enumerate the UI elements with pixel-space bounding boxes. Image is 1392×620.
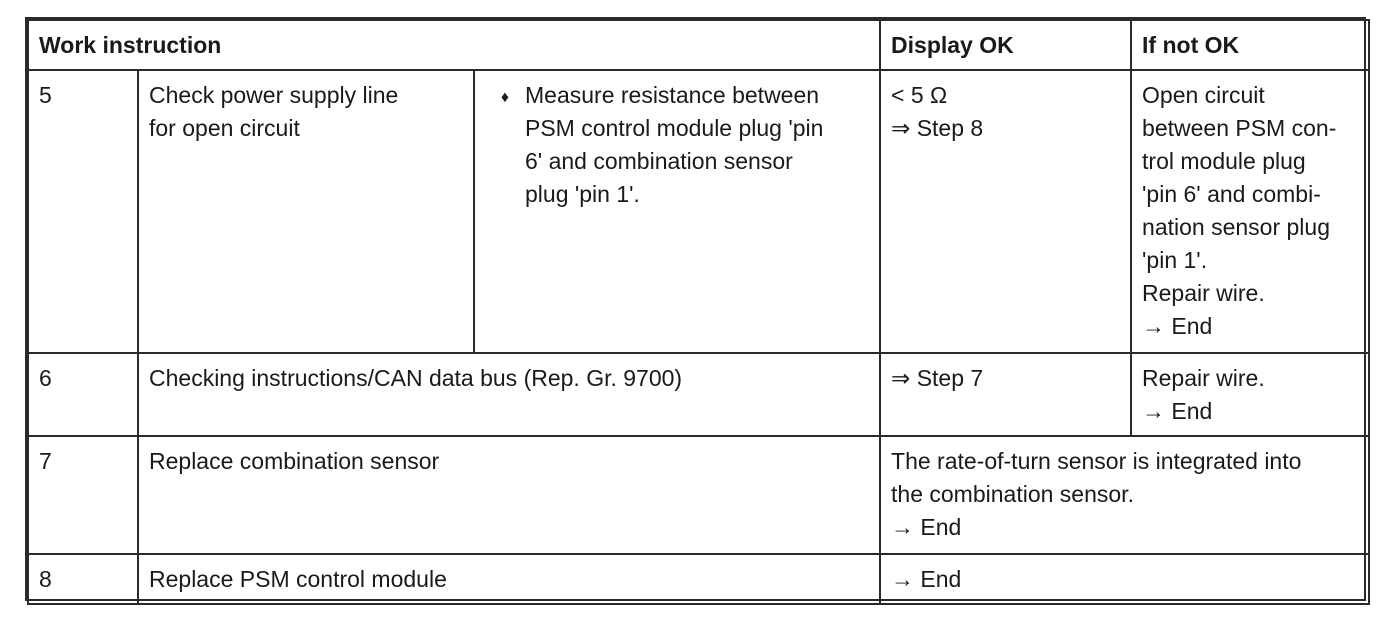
bullet-text: Measure resistance between PSM control m… (525, 79, 869, 211)
if-not-ok-cell: Repair wire. → End (1130, 352, 1371, 437)
table-row-step-8: 8 Replace PSM control module → End (27, 553, 1371, 605)
table-row-step-6: 6 Checking instructions/CAN data bus (Re… (27, 352, 1371, 437)
detail-line: PSM control module plug 'pin (525, 115, 824, 141)
description-line: for open circuit (149, 115, 300, 141)
detail-line: plug 'pin 1'. (525, 181, 640, 207)
table-row-step-5: 5 Check power supply line for open circu… (27, 69, 1371, 354)
if-not-ok-line: trol module plug (1142, 148, 1306, 174)
step-description: Replace combination sensor (136, 435, 882, 555)
if-not-ok-line: Repair wire. (1142, 280, 1265, 306)
step-number: 8 (27, 553, 139, 605)
if-not-ok-line: nation sensor plug (1142, 214, 1330, 240)
if-not-ok-line: between PSM con- (1142, 115, 1337, 141)
step-detail: ♦ Measure resistance between PSM control… (472, 69, 882, 354)
detail-line: 6' and combination sensor (525, 148, 793, 174)
step-number: 5 (27, 69, 139, 354)
if-not-ok-line: Open circuit (1142, 82, 1265, 108)
if-not-ok-cell: Open circuit between PSM con- trol modul… (1130, 69, 1371, 354)
if-not-ok-line: → End (1142, 398, 1213, 424)
header-work-instruction: Work instruction (26, 19, 882, 71)
detail-line: Measure resistance between (525, 82, 820, 108)
if-not-ok-line: → End (1142, 313, 1213, 339)
result-cell: The rate-of-turn sensor is integrated in… (879, 435, 1371, 555)
description-line: Check power supply line (149, 82, 399, 108)
bullet-item: ♦ Measure resistance between PSM control… (485, 79, 869, 211)
result-line: → End (891, 514, 962, 540)
display-ok-cell: ⇒ Step 7 (879, 352, 1133, 437)
result-cell: → End (879, 553, 1371, 605)
diamond-bullet-icon: ♦ (500, 89, 510, 106)
if-not-ok-line: 'pin 6' and combi- (1142, 181, 1321, 207)
header-display-ok: Display OK (879, 19, 1133, 71)
work-instruction-table: Work instruction Display OK If not OK 5 … (26, 19, 1371, 605)
result-line: the combination sensor. (891, 481, 1134, 507)
step-number: 6 (27, 352, 139, 437)
display-ok-cell: < 5 Ω ⇒ Step 8 (879, 69, 1133, 354)
display-ok-line: < 5 Ω (891, 82, 948, 108)
step-number: 7 (27, 435, 139, 555)
display-ok-line: ⇒ Step 8 (891, 115, 984, 141)
result-line: The rate-of-turn sensor is integrated in… (891, 448, 1302, 474)
step-description: Checking instructions/CAN data bus (Rep.… (136, 352, 882, 437)
if-not-ok-line: 'pin 1'. (1142, 247, 1208, 273)
table-header-row: Work instruction Display OK If not OK (26, 19, 1371, 71)
header-if-not-ok: If not OK (1130, 19, 1371, 71)
step-description: Check power supply line for open circuit (137, 69, 475, 354)
table-row-step-7: 7 Replace combination sensor The rate-of… (27, 435, 1371, 555)
work-instruction-sheet: Work instruction Display OK If not OK 5 … (25, 17, 1371, 605)
step-description: Replace PSM control module (136, 553, 882, 605)
if-not-ok-line: Repair wire. (1142, 365, 1265, 391)
